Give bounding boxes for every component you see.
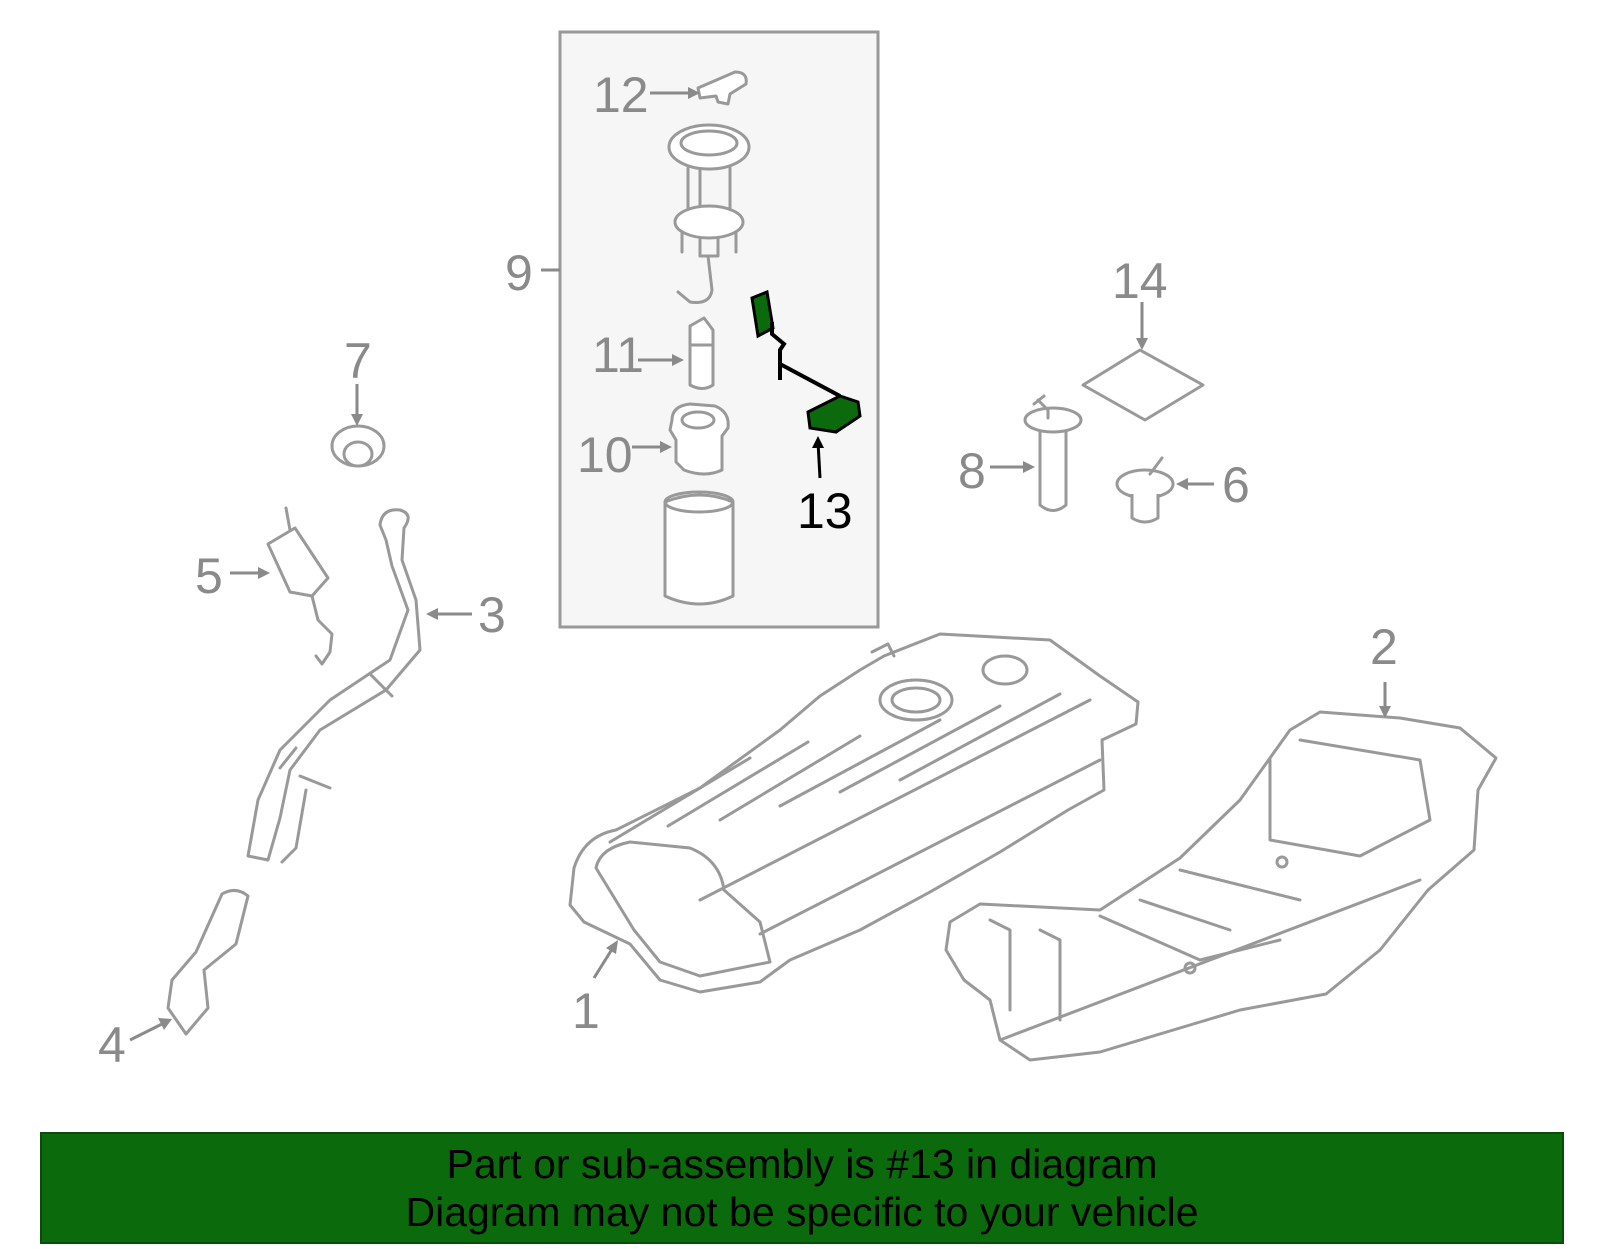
callout-2[interactable]: 2 <box>1370 619 1398 675</box>
banner-line-1: Part or sub-assembly is #13 in diagram <box>446 1141 1158 1187</box>
reservoir-cup <box>663 490 735 606</box>
part-4-hose[interactable] <box>166 889 250 1036</box>
part-12-clip[interactable] <box>696 70 748 106</box>
callout-7[interactable]: 7 <box>344 333 372 389</box>
callout-14[interactable]: 14 <box>1112 253 1168 309</box>
part-13-fuel-level-sensor[interactable] <box>750 289 862 434</box>
callout-13[interactable]: 13 <box>797 483 853 539</box>
callout-8[interactable]: 8 <box>958 443 986 499</box>
part-11-filter[interactable] <box>688 316 715 390</box>
part-3-filler-neck[interactable] <box>246 508 422 864</box>
callout-1[interactable]: 1 <box>572 983 600 1039</box>
part-14-gasket[interactable] <box>1081 348 1205 422</box>
callout-12[interactable]: 12 <box>593 67 649 123</box>
part-1-fuel-tank[interactable] <box>568 632 1140 994</box>
part-6-cap[interactable] <box>1115 456 1175 524</box>
part-5-vapor-canister[interactable] <box>266 506 334 666</box>
callout-3[interactable]: 3 <box>478 587 506 643</box>
callout-5[interactable]: 5 <box>195 548 223 604</box>
part-8-sender[interactable] <box>1023 394 1083 512</box>
callout-4[interactable]: 4 <box>98 1017 126 1073</box>
part-info-banner: Part or sub-assembly is #13 in diagram D… <box>40 1132 1564 1244</box>
callout-6[interactable]: 6 <box>1222 457 1250 513</box>
callout-10[interactable]: 10 <box>577 427 633 483</box>
pump-module-sender <box>667 123 751 304</box>
part-2-skid-plate[interactable] <box>944 710 1498 1062</box>
part-7-grommet[interactable] <box>330 424 386 468</box>
part-10-pump[interactable] <box>668 402 730 476</box>
parts-diagram: 9 12 11 10 13 <box>98 30 1498 1073</box>
banner-line-2: Diagram may not be specific to your vehi… <box>405 1189 1199 1235</box>
callout-11[interactable]: 11 <box>592 327 644 383</box>
callout-9[interactable]: 9 <box>505 245 533 301</box>
